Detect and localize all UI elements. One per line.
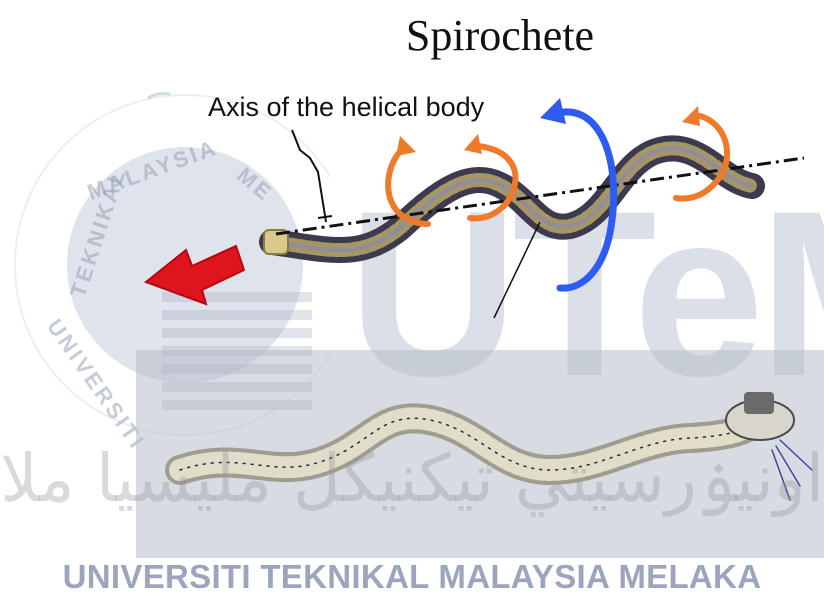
motion-arrow (146, 246, 244, 304)
axis-leader-line (292, 130, 326, 222)
jawi-watermark: اونيۏرسيتي تيكنيكل مليسيا ملاك (0, 440, 824, 530)
pointer-line (494, 222, 540, 318)
university-name-watermark: UNIVERSITI TEKNIKAL MALAYSIA MELAKA (0, 558, 824, 596)
